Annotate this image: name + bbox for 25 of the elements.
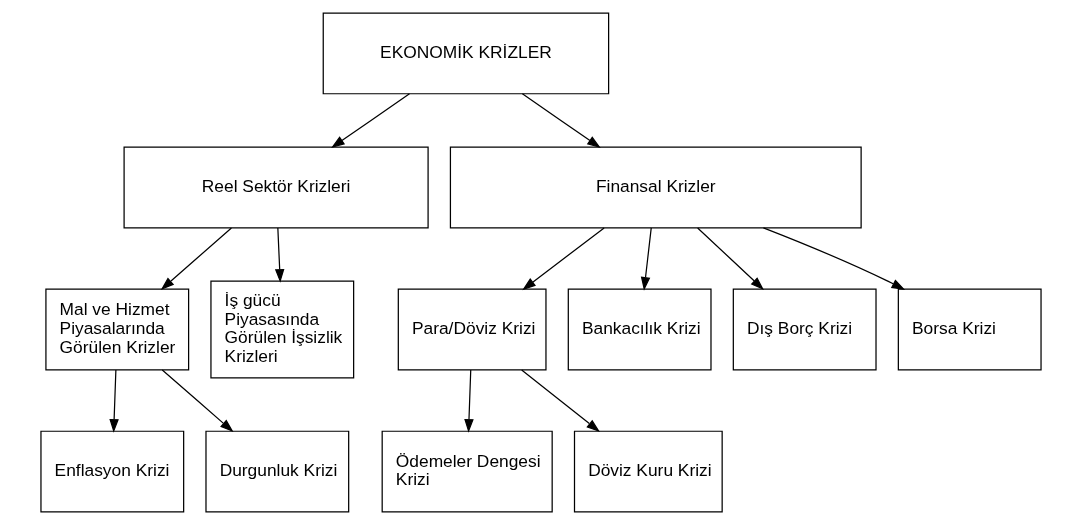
arrow (520, 369, 600, 433)
node-box: Reel Sektör Krizleri (122, 146, 429, 229)
node-box: Enflasyon Krizi (39, 430, 184, 513)
arrow (696, 227, 764, 291)
arrow (108, 369, 119, 433)
node-box: Durgunluk Krizi (204, 430, 349, 513)
node-box: İş gücü Piyasasında Görülen İşsizlik Krizleri (209, 280, 354, 379)
node-box: Borsa Krizi (897, 288, 1042, 371)
arrow (640, 227, 652, 291)
arrow (160, 227, 232, 291)
node-box: Dış Borç Krizi (732, 288, 877, 371)
node-box: EKONOMİK KRİZLER (322, 12, 609, 95)
node-box: Para/Döviz Krizi (397, 288, 547, 371)
node-box: Bankacılık Krizi (567, 288, 712, 371)
arrow (521, 227, 605, 291)
arrow (330, 93, 410, 149)
node-box: Döviz Kuru Krizi (573, 430, 723, 513)
node-box: Finansal Krizler (449, 146, 862, 229)
node-box: Ödemeler Dengesi Krizi (381, 430, 553, 513)
arrow (463, 369, 474, 433)
arrow (762, 227, 905, 290)
arrow (161, 369, 234, 433)
arrow (521, 93, 601, 149)
arrow (274, 227, 284, 283)
node-box: Mal ve Hizmet Piyasalarında Görülen Krizler (44, 288, 189, 371)
